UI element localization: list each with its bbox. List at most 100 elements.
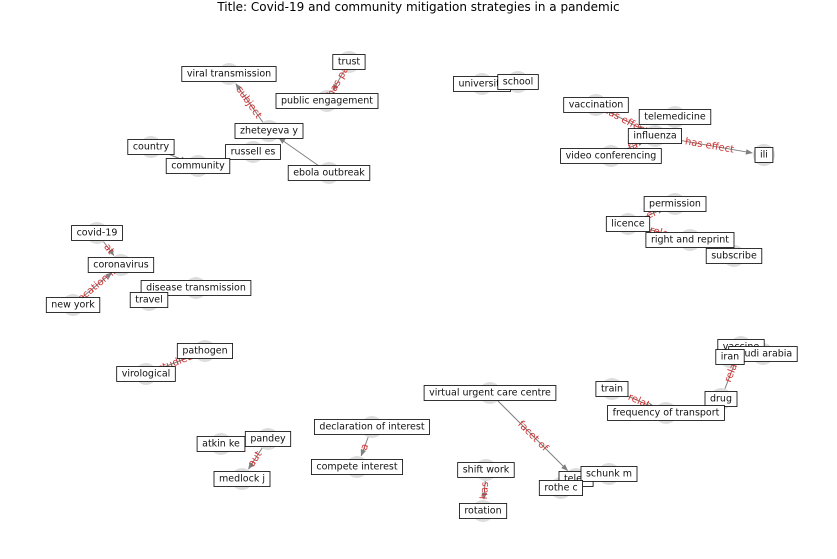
node-label-shift-work: shift work	[457, 462, 515, 478]
node-box	[563, 97, 629, 113]
node-box	[129, 292, 169, 308]
node-box	[607, 405, 725, 421]
node-box	[234, 123, 304, 139]
node-text: new york	[51, 300, 95, 311]
node-label-zheteyeva-y: zheteyeva y	[234, 123, 304, 139]
edge-vucc-telehealth	[489, 392, 569, 472]
node-text: frequency of transport	[613, 408, 720, 419]
node-label-permission: permission	[643, 196, 707, 212]
node-box	[560, 148, 662, 164]
node-text: virtual urgent care centre	[429, 388, 551, 399]
node-text: university	[459, 79, 506, 90]
node-text: compete interest	[316, 462, 397, 473]
node-text: subscribe	[711, 251, 757, 262]
node-text: school	[503, 77, 533, 88]
node-text: iran	[721, 352, 739, 363]
node-text: ili	[760, 150, 768, 161]
node-text: schunk m	[586, 469, 632, 480]
node-box	[538, 480, 583, 496]
edge-label-has-effect: has effect	[684, 136, 735, 155]
node-text: travel	[135, 295, 163, 306]
node-label-virtual-urgent-care-centre: virtual urgent care centre	[423, 385, 557, 401]
node-box	[165, 158, 231, 174]
node-label-telemedicine: telemedicine	[638, 109, 712, 125]
node-text: train	[601, 384, 623, 395]
node-text: drug	[710, 394, 732, 405]
node-box	[645, 232, 735, 248]
node-box	[638, 109, 712, 125]
node-box	[595, 381, 629, 397]
node-label-virological: virological	[116, 366, 176, 382]
node-box	[176, 343, 234, 359]
node-box	[116, 366, 176, 382]
node-box	[87, 257, 155, 273]
node-box	[715, 349, 745, 365]
node-label-school: school	[497, 74, 539, 90]
node-text: teleh	[564, 474, 588, 485]
node-label-declaration-of-interest: declaration of interest	[313, 419, 430, 435]
node-text: vaccination	[569, 100, 624, 111]
node-box	[310, 459, 403, 475]
node-box	[244, 431, 292, 447]
node-text: atkin ke	[202, 439, 240, 450]
node-box	[497, 74, 539, 90]
node-label-new-york: new york	[45, 297, 101, 313]
node-labels-layer: trust viral transmission public engagement…	[45, 54, 798, 519]
node-label-schunk-m: schunk m	[580, 466, 638, 482]
node-label-pathogen: pathogen	[176, 343, 234, 359]
node-label-atkin-ke: atkin ke	[196, 436, 246, 452]
node-box	[458, 503, 508, 519]
node-label-ebola-outbreak: ebola outbreak	[287, 165, 371, 181]
edge-label-a: a	[359, 442, 371, 452]
node-text: rothe c	[544, 483, 577, 494]
node-text: pathogen	[182, 346, 227, 357]
node-box	[643, 196, 707, 212]
node-box	[140, 280, 252, 296]
node-box	[605, 216, 651, 232]
node-text: russell es	[231, 147, 276, 158]
diagram-title: Title: Covid-19 and community mitigation…	[217, 0, 620, 14]
node-text: shift work	[463, 465, 510, 476]
node-label-vaccination: vaccination	[563, 97, 629, 113]
node-box	[705, 248, 763, 264]
node-label-rothe-c: rothe c	[538, 480, 583, 496]
node-text: trust	[338, 57, 361, 68]
node-label-frequency-of-transport: frequency of transport	[607, 405, 725, 421]
node-label-right-and-reprint: right and reprint	[645, 232, 735, 248]
node-label-coronavirus: coronavirus	[87, 257, 155, 273]
node-box	[457, 462, 515, 478]
edge-label-has: has	[479, 481, 491, 499]
node-label-licence: licence	[605, 216, 651, 232]
node-text: video conferencing	[566, 151, 657, 162]
node-box	[313, 419, 430, 435]
node-text: rotation	[464, 506, 501, 517]
node-box	[127, 139, 175, 155]
node-label-video-conferencing: video conferencing	[560, 148, 662, 164]
node-box	[275, 93, 379, 109]
node-text: licence	[611, 219, 645, 230]
node-text: permission	[649, 199, 701, 210]
node-text: country	[133, 142, 170, 153]
node-text: influenza	[633, 131, 676, 142]
node-label-train: train	[595, 381, 629, 397]
node-label-pandey: pandey	[244, 431, 292, 447]
node-label-disease-transmission: disease transmission	[140, 280, 252, 296]
node-label-trust: trust	[332, 54, 366, 70]
node-label-community: community	[165, 158, 231, 174]
node-label-public-engagement: public engagement	[275, 93, 379, 109]
node-text: covid-19	[77, 228, 118, 239]
edge-label-aut: aut	[246, 449, 264, 469]
node-label-covid-19: covid-19	[71, 225, 123, 241]
node-text: zheteyeva y	[240, 126, 298, 137]
node-box	[213, 471, 271, 487]
node-label-medlock-j: medlock j	[213, 471, 271, 487]
edge-label-subject: subject	[234, 85, 264, 121]
node-label-compete-interest: compete interest	[310, 459, 403, 475]
node-box	[181, 66, 277, 82]
node-box	[423, 385, 557, 401]
node-text: public engagement	[281, 96, 373, 107]
node-box	[754, 147, 774, 163]
node-text: coronavirus	[93, 260, 149, 271]
node-text: viral transmission	[187, 69, 271, 80]
